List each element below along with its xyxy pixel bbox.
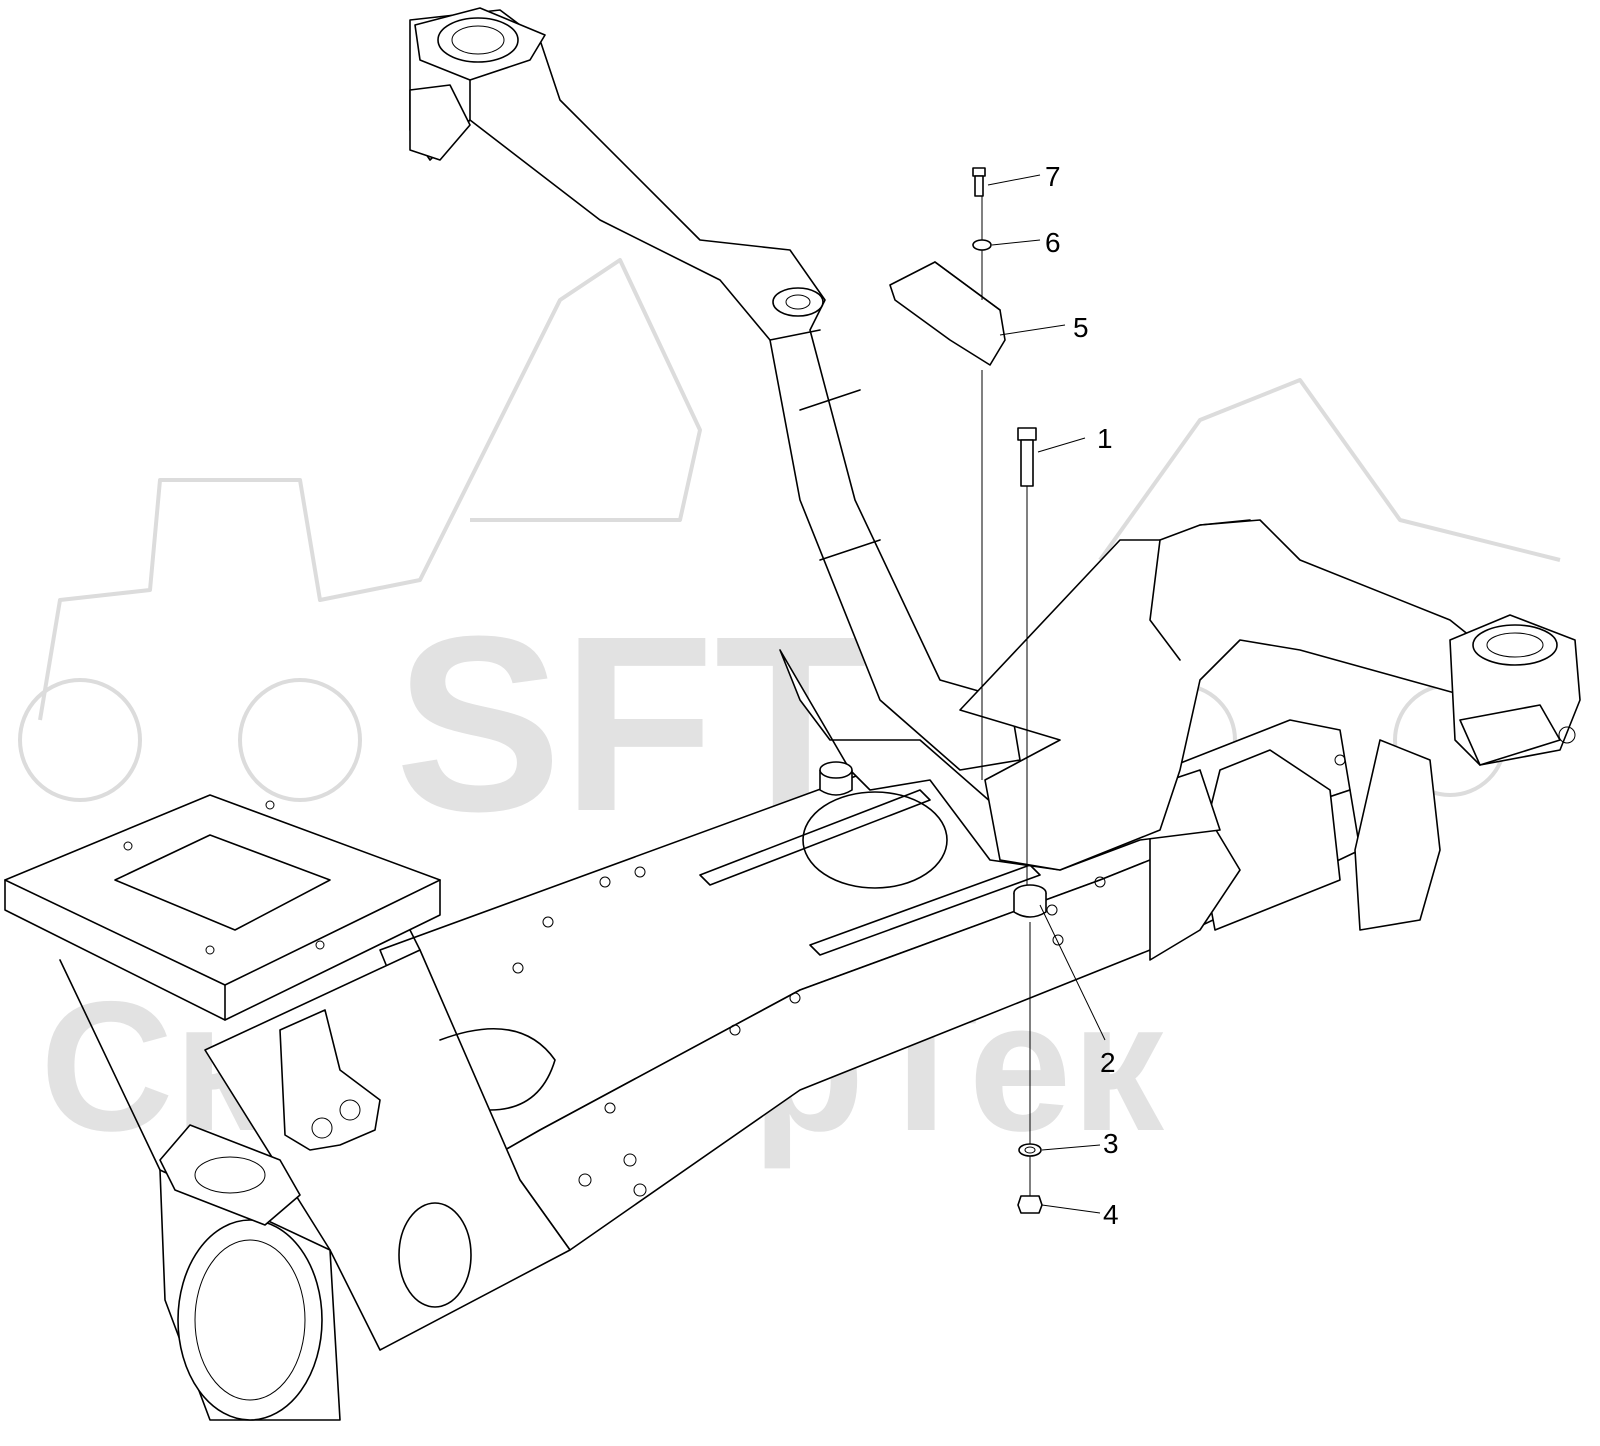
part-1-bolt-shank bbox=[1020, 439, 1034, 487]
callout-2: 2 bbox=[1100, 1047, 1116, 1078]
part-7-bolt bbox=[972, 167, 986, 177]
callout-5: 5 bbox=[1073, 312, 1089, 343]
part-6-washer bbox=[972, 239, 992, 251]
part-7-bolt-shank bbox=[974, 175, 984, 197]
callout-3: 3 bbox=[1103, 1128, 1119, 1159]
callout-6: 6 bbox=[1045, 227, 1061, 258]
callout-1: 1 bbox=[1097, 423, 1113, 454]
part-4-nut bbox=[1017, 1195, 1043, 1214]
part-1-bolt bbox=[1017, 427, 1037, 441]
part-2-spacer bbox=[1013, 893, 1047, 918]
part-5-bracket-plate bbox=[889, 261, 1006, 366]
frame-spacer-top bbox=[819, 761, 853, 779]
fastener-parts bbox=[819, 167, 1047, 1214]
callout-labels: 7 6 5 1 2 3 4 bbox=[1045, 161, 1119, 1230]
leader-lines bbox=[987, 174, 1106, 1214]
part-3-washer bbox=[1018, 1143, 1042, 1157]
callout-7: 7 bbox=[1045, 161, 1061, 192]
right-arm-frame bbox=[959, 519, 1581, 871]
callout-4: 4 bbox=[1103, 1199, 1119, 1230]
main-frame bbox=[4, 719, 1441, 1421]
